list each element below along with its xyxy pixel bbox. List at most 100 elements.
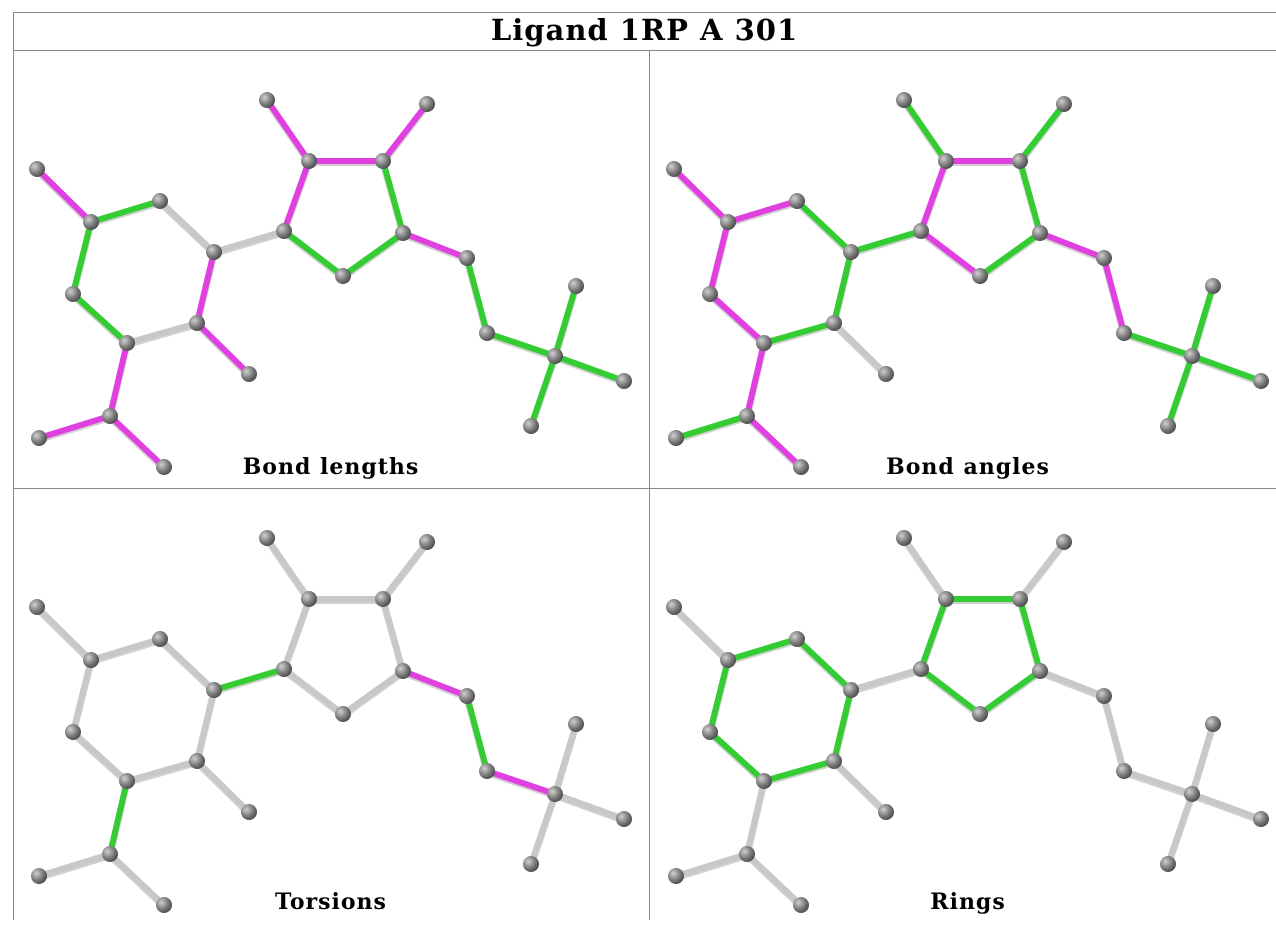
bond: [918, 666, 983, 717]
atom: [83, 214, 99, 230]
bond: [831, 320, 889, 377]
atom: [1032, 225, 1048, 241]
bond: [264, 535, 312, 602]
atom: [1096, 250, 1112, 266]
bond: [1037, 230, 1107, 261]
atom: [668, 868, 684, 884]
panel-bond-lengths: Bond lengths: [13, 51, 649, 487]
atom: [1205, 716, 1221, 732]
bond: [901, 97, 949, 164]
bond: [107, 413, 167, 470]
atom: [241, 366, 257, 382]
atom: [739, 846, 755, 862]
atom: [547, 786, 563, 802]
bond: [1189, 353, 1264, 384]
atom: [523, 856, 539, 872]
bond: [725, 636, 800, 663]
bond: [1165, 791, 1195, 867]
bond: [552, 283, 579, 359]
atom: [666, 161, 682, 177]
atom: [1184, 348, 1200, 364]
bond: [70, 729, 130, 784]
bond: [831, 758, 889, 815]
atom: [156, 459, 172, 475]
atom: [102, 408, 118, 424]
bond: [70, 219, 94, 297]
atom: [156, 897, 172, 913]
atom: [479, 763, 495, 779]
atom: [189, 753, 205, 769]
atom: [241, 804, 257, 820]
atom: [972, 706, 988, 722]
molecule-bond-angles: [666, 92, 1269, 475]
bond: [761, 758, 837, 784]
bond: [1189, 721, 1216, 797]
atom: [189, 315, 205, 331]
atom: [756, 773, 772, 789]
bond: [744, 851, 804, 908]
atom: [668, 430, 684, 446]
atom: [789, 631, 805, 647]
bond: [1037, 668, 1107, 699]
bond: [124, 758, 200, 784]
bond: [36, 413, 113, 441]
atom: [31, 430, 47, 446]
bond: [107, 340, 130, 419]
atom: [259, 92, 275, 108]
atom: [702, 286, 718, 302]
caption-bond-angles: Bond angles: [886, 454, 1050, 480]
bond: [673, 851, 750, 879]
atom: [375, 153, 391, 169]
atom: [843, 244, 859, 260]
bond: [400, 668, 470, 699]
atom: [276, 661, 292, 677]
bond: [124, 320, 200, 346]
atom: [826, 753, 842, 769]
bond: [70, 291, 130, 346]
atom: [826, 315, 842, 331]
atom: [152, 193, 168, 209]
atom: [1056, 534, 1072, 550]
atom: [206, 682, 222, 698]
bond: [831, 249, 854, 326]
bond: [340, 230, 406, 279]
bond: [671, 166, 731, 225]
bond: [107, 778, 130, 857]
atom: [1160, 418, 1176, 434]
bond: [211, 666, 287, 693]
atom: [395, 225, 411, 241]
bond: [918, 158, 949, 234]
bond: [794, 636, 854, 693]
atom: [702, 724, 718, 740]
atom: [1056, 96, 1072, 112]
bond: [1189, 791, 1264, 822]
atom: [152, 631, 168, 647]
bond: [707, 729, 767, 784]
atom: [31, 868, 47, 884]
bond: [552, 791, 627, 822]
atom: [1032, 663, 1048, 679]
atom: [523, 418, 539, 434]
bond: [918, 228, 983, 279]
atom: [568, 278, 584, 294]
bond: [552, 721, 579, 797]
bond: [707, 219, 731, 297]
atom: [459, 250, 475, 266]
atom: [789, 193, 805, 209]
bond: [725, 198, 800, 225]
atom: [375, 591, 391, 607]
atom: [843, 682, 859, 698]
atom: [913, 661, 929, 677]
atom: [896, 530, 912, 546]
bond: [1165, 353, 1195, 429]
bond: [484, 330, 558, 359]
panel-rings: Rings: [650, 489, 1276, 925]
atom: [938, 153, 954, 169]
atom: [739, 408, 755, 424]
atom: [479, 325, 495, 341]
atom: [720, 214, 736, 230]
atom: [276, 223, 292, 239]
bond: [107, 851, 167, 908]
atom: [102, 846, 118, 862]
bond: [744, 340, 767, 419]
